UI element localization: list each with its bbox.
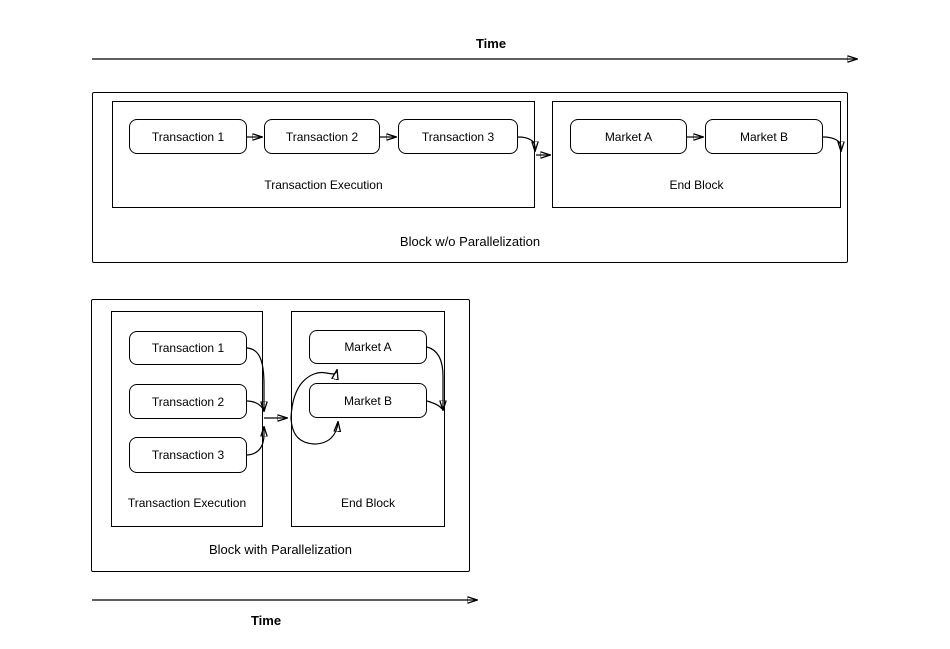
seq-node-transaction-2: Transaction 2 — [264, 119, 380, 154]
seq-end-block-group: End Block — [552, 101, 841, 208]
par-end-block-title: End Block — [340, 496, 396, 510]
seq-node-transaction-1: Transaction 1 — [129, 119, 247, 154]
par-node-transaction-2: Transaction 2 — [129, 384, 247, 419]
seq-node-transaction-3: Transaction 3 — [398, 119, 518, 154]
seq-end-block-title: End Block — [669, 178, 724, 192]
par-transaction-execution-title: Transaction Execution — [127, 496, 247, 510]
block-without-parallelization-title: Block w/o Parallelization — [399, 234, 541, 249]
seq-node-market-a: Market A — [570, 119, 687, 154]
block-without-parallelization-container: Block w/o Parallelization — [92, 92, 848, 263]
par-node-market-a: Market A — [309, 330, 427, 364]
seq-node-market-b: Market B — [705, 119, 823, 154]
block-with-parallelization-title: Block with Parallelization — [208, 542, 353, 557]
par-node-transaction-3: Transaction 3 — [129, 437, 247, 473]
seq-transaction-execution-title: Transaction Execution — [264, 178, 383, 192]
par-transaction-execution-group: Transaction Execution — [111, 311, 263, 527]
block-with-parallelization-container: Block with Parallelization — [91, 299, 470, 572]
par-node-market-b: Market B — [309, 383, 427, 418]
time-axis-label-bottom: Time — [250, 613, 282, 628]
par-node-transaction-1: Transaction 1 — [129, 331, 247, 365]
seq-transaction-execution-group: Transaction Execution — [112, 101, 535, 208]
time-axis-label-top: Time — [475, 36, 507, 51]
